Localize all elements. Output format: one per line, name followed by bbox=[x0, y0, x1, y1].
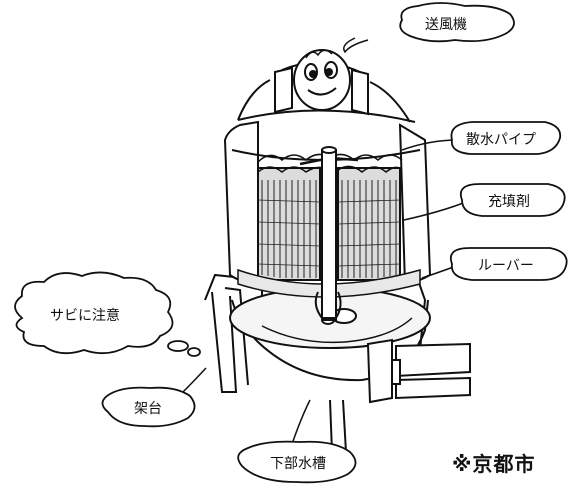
callout-stand: 架台 bbox=[101, 367, 207, 428]
source-credit: ※京都市 bbox=[452, 452, 536, 476]
callout-louver: ルーバー bbox=[421, 247, 568, 281]
outlet-pipe bbox=[366, 338, 471, 404]
blower-face bbox=[293, 49, 351, 111]
blower-housing bbox=[237, 61, 411, 123]
label-blower: 送風機 bbox=[425, 17, 467, 33]
label-stand: 架台 bbox=[134, 401, 162, 417]
filler-hatching bbox=[257, 180, 401, 278]
callout-rust-warning: サビに注意 bbox=[14, 271, 201, 357]
callout-blower: 送風機 bbox=[343, 2, 515, 54]
label-sprinkler-pipe: 散水パイプ bbox=[466, 132, 536, 148]
label-lower-basin: 下部水槽 bbox=[270, 456, 326, 472]
callout-lower-basin: 下部水槽 bbox=[237, 399, 357, 484]
label-louver: ルーバー bbox=[478, 258, 534, 274]
callout-filler: 充填剤 bbox=[403, 183, 566, 221]
label-rust-warning: サビに注意 bbox=[50, 307, 120, 324]
central-pipe bbox=[314, 146, 342, 321]
callout-sprinkler-pipe: 散水パイプ bbox=[401, 121, 562, 155]
label-filler: 充填剤 bbox=[488, 194, 530, 210]
